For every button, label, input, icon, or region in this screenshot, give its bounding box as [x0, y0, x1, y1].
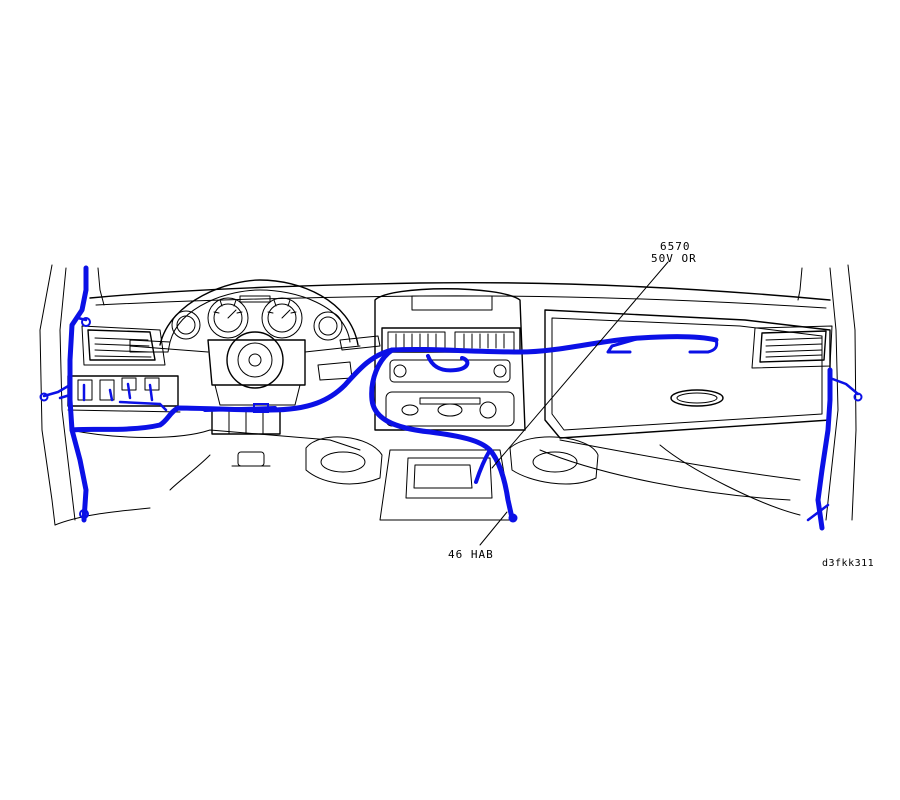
- harness-right-trunk: [815, 367, 833, 531]
- harness-main-run: [69, 347, 395, 433]
- steering-column: [129, 331, 381, 406]
- callout-6570: 6570 50V OR: [491, 240, 697, 469]
- instrument-cluster: [159, 279, 359, 346]
- harness-right-feeder: [806, 376, 860, 522]
- connector-right-side: [853, 392, 863, 402]
- dashboard-outline: [39, 264, 857, 526]
- lower-console: [305, 436, 599, 521]
- connector-left-bottom: [79, 509, 89, 519]
- connector-console-bottom: [508, 513, 518, 523]
- drawing-reference: d3fkk311: [822, 558, 874, 569]
- fuse-box: [211, 409, 281, 467]
- harness-fuse-tap: [203, 406, 277, 412]
- harness-console-branch: [474, 448, 492, 484]
- wiring-harness: [42, 265, 860, 531]
- harness-upper-right-loop: [606, 336, 719, 354]
- connector-left-side: [39, 392, 49, 402]
- connector-fuse: [253, 403, 269, 413]
- connector-left-top: [81, 317, 91, 327]
- harness-left-feeder: [42, 316, 88, 400]
- harness-console-drop: [369, 347, 515, 521]
- center-console: [374, 288, 526, 431]
- harness-console-loop: [426, 354, 470, 373]
- callout-desc-50v-or: 50V OR: [651, 252, 697, 265]
- harness-upper-run: [389, 334, 719, 355]
- callout-46-hab: 46 HAB: [448, 511, 508, 561]
- glovebox: [544, 309, 831, 439]
- harness-left-trunk: [67, 265, 89, 523]
- callout-label-46-hab: 46 HAB: [448, 548, 494, 561]
- harness-switch-branches: [82, 382, 168, 412]
- callout-code-6570: 6570: [660, 240, 691, 253]
- connector-markers: [39, 317, 863, 523]
- left-air-vent: [81, 325, 166, 366]
